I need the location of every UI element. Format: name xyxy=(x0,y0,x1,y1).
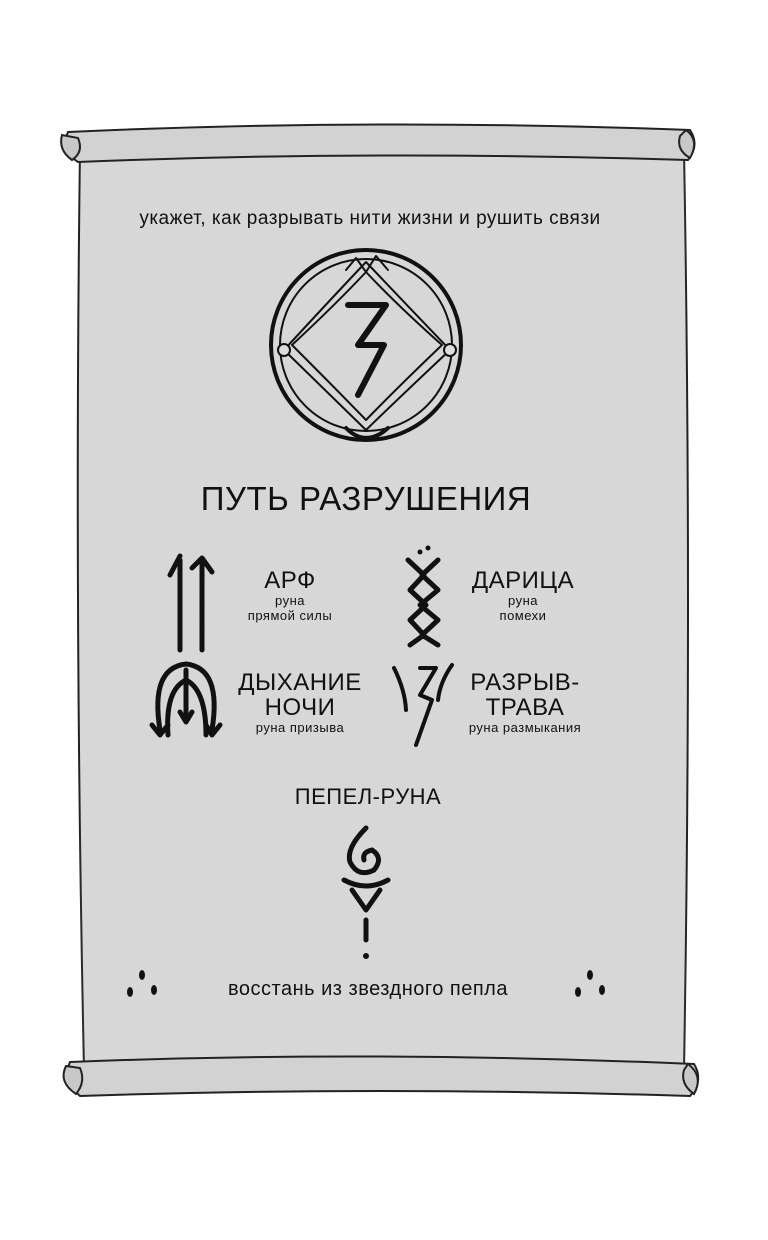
rune-arf: АРФ руна прямой силы xyxy=(230,568,350,623)
page-title: ПУТЬ РАЗРУШЕНИЯ xyxy=(200,480,532,517)
rune-name: РАЗРЫВ- xyxy=(470,669,580,696)
dots-left-icon xyxy=(127,970,157,997)
rune-sub: прямой силы xyxy=(247,608,333,623)
daritsa-rune-icon xyxy=(405,545,441,648)
rune-name: ТРАВА xyxy=(485,694,565,721)
rune-tear-grass: РАЗРЫВ- ТРАВА руна размыкания xyxy=(450,670,600,735)
rune-sub: руна призыва xyxy=(255,720,345,735)
rune-sub: помехи xyxy=(499,608,547,623)
rune-sub: руна xyxy=(508,593,538,608)
ash-rune-icon xyxy=(341,825,391,959)
seal-emblem-icon xyxy=(269,248,463,442)
intro-text: укажет, как разрывать нити жизни и рушит… xyxy=(139,208,601,229)
arf-rune-icon xyxy=(167,553,215,653)
rune-sub: руна размыкания xyxy=(468,720,582,735)
ash-rune-title: ПЕПЕЛ-РУНА xyxy=(294,784,442,809)
rune-sub: руна xyxy=(275,593,305,608)
rune-name: НОЧИ xyxy=(264,694,336,721)
tear-grass-rune-icon xyxy=(392,663,454,747)
rune-daritsa: ДАРИЦА руна помехи xyxy=(458,568,588,623)
rune-night-breath: ДЫХАНИЕ НОЧИ руна призыва xyxy=(225,670,375,735)
dots-right-icon xyxy=(575,970,605,997)
rune-name: АРФ xyxy=(264,567,316,594)
closing-text: восстань из звездного пепла xyxy=(228,978,508,1000)
rune-name: ДЫХАНИЕ xyxy=(238,669,362,696)
rune-name: ДАРИЦА xyxy=(471,567,575,594)
night-breath-rune-icon xyxy=(149,661,223,738)
